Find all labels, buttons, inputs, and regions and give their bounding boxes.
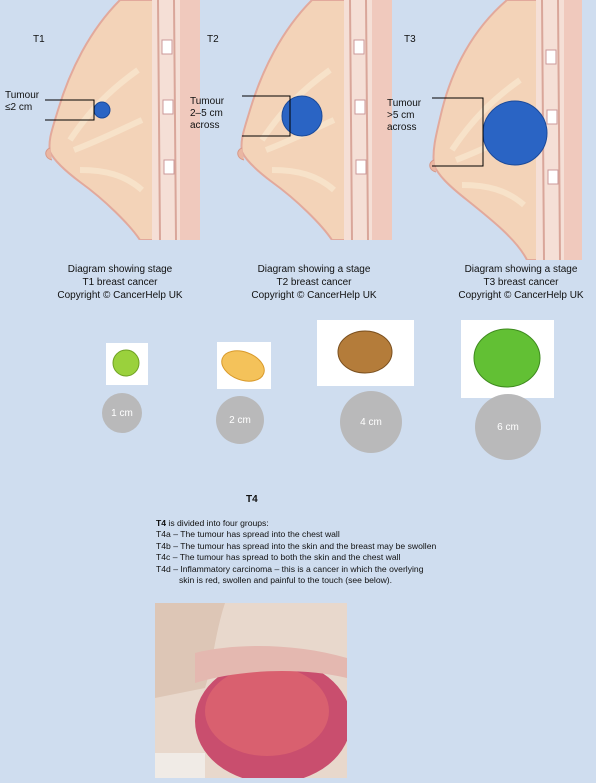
t4c-item: T4c – The tumour has spread to both the …	[156, 552, 401, 563]
size-2cm-circle: 2 cm	[216, 396, 264, 444]
inflammatory-carcinoma-photo	[155, 603, 351, 783]
size-4cm-circle: 4 cm	[340, 391, 402, 453]
t4-description: T4 is divided into four groups: T4a – Th…	[156, 518, 456, 586]
t4b-item: T4b – The tumour has spread into the ski…	[156, 540, 437, 551]
stage-t1-label: T1	[33, 34, 45, 45]
lime-image	[461, 320, 554, 398]
stage-t3-label: T3	[404, 34, 416, 45]
stage-t2-diagram	[222, 0, 392, 240]
stage-t1-diagram	[30, 0, 200, 240]
pea-image	[106, 343, 148, 385]
size-1cm-circle: 1 cm	[102, 393, 142, 433]
walnut-image	[317, 320, 414, 386]
stage-t3-diagram	[412, 0, 582, 260]
t4a-item: T4a – The tumour has spread into the che…	[156, 529, 340, 540]
t4d-item: T4d – Inflammatory carcinoma – this is a…	[156, 563, 424, 574]
peanut-image	[217, 342, 271, 389]
t4d-item-continued: skin is red, swollen and painful to the …	[179, 575, 393, 586]
stage-t2-label: T2	[207, 34, 219, 45]
size-6cm-circle: 6 cm	[475, 394, 541, 460]
t1-tumour-size-label: Tumour≤2 cm	[5, 90, 40, 113]
t4-heading: T4	[246, 494, 258, 505]
